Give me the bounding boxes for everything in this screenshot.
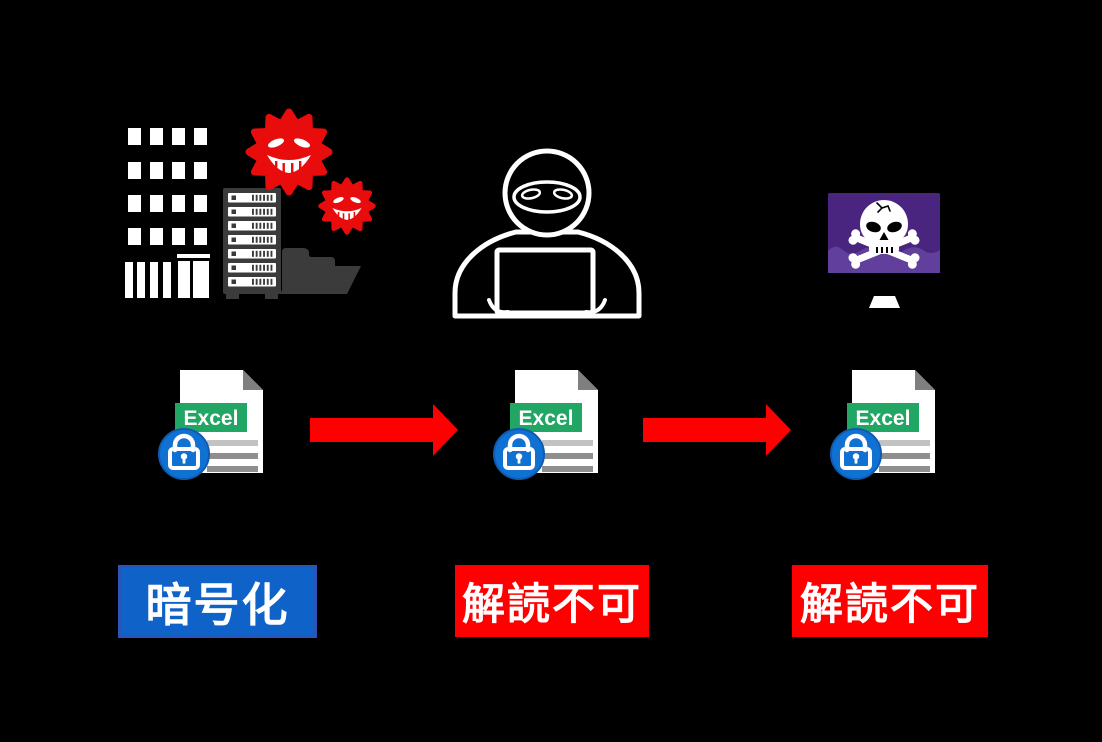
laptop-icon [494, 247, 596, 316]
hacker-eye [520, 188, 542, 200]
server-rack-icon [223, 188, 281, 299]
hacker-hand [487, 298, 510, 315]
virus-icon-small [321, 180, 374, 233]
hacker-hand [584, 298, 607, 315]
excel-file-label-2: Excel [519, 407, 574, 430]
arrow-right-icon-2 [643, 404, 791, 456]
open-folder-icon [280, 248, 361, 294]
excel-file-label-3: Excel [856, 407, 911, 430]
hacker-icon [452, 148, 642, 319]
hacker-eye [552, 188, 574, 200]
arrow-right-icon-1 [310, 404, 458, 456]
excel-file-label-1: Excel [184, 407, 239, 430]
office-building-icon [120, 118, 212, 299]
skull-icon [860, 200, 908, 254]
encryption-status-label: 暗号化 [118, 565, 317, 638]
monitor-stand [869, 296, 900, 308]
virus-icon-large [249, 112, 329, 192]
skull-crack [876, 202, 891, 213]
undecryptable-status-label-1: 解読不可 [455, 565, 649, 637]
skull-monitor-icon [828, 193, 940, 308]
undecryptable-status-label-2: 解読不可 [792, 565, 988, 637]
